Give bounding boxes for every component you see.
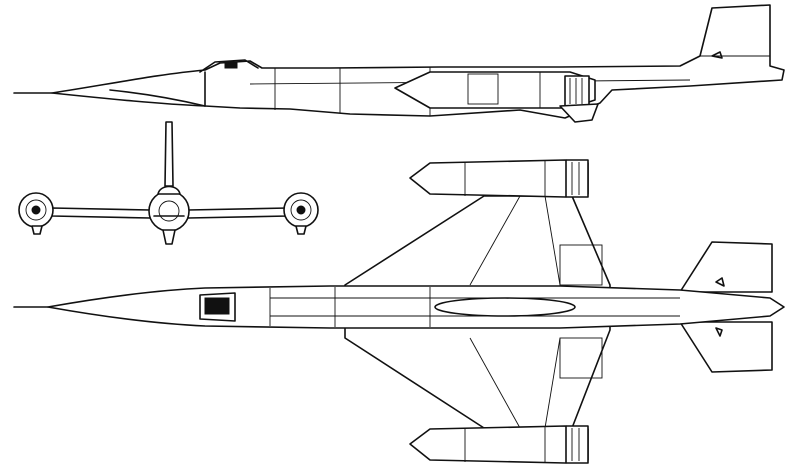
top-view [13,159,785,464]
top-wing-line [544,195,561,286]
top-wing-flap [559,244,603,286]
top-horizontal-tail-lower [679,321,773,373]
top-tail-marking [715,327,723,337]
top-fuselage [47,285,785,329]
top-upper-exhaust [565,159,589,198]
side-engine-nacelle [394,71,596,109]
side-view [13,4,785,123]
front-right-intake [290,199,312,221]
side-cockpit-detail [224,61,238,69]
top-tail-marking [715,277,725,287]
top-lower-exhaust [565,425,589,464]
top-wing-line [544,337,561,429]
front-ventral-fin [162,229,176,245]
front-left-fin [31,225,43,235]
front-fuselage-inner [158,200,180,222]
top-wing-flap [559,337,603,379]
side-ventral-fin [559,103,599,123]
front-view [18,121,319,245]
front-fuselage [148,190,190,232]
side-chine-line [109,89,206,107]
front-right-spike [296,205,306,215]
front-right-wing [187,207,289,219]
front-vertical-fin [164,121,174,187]
front-canopy [157,185,181,195]
top-spine-fairing [434,297,576,317]
front-left-wing [51,207,151,219]
front-right-fin [295,225,307,235]
side-tail-marking [711,51,723,59]
top-wing-line [469,195,521,286]
top-wing-line [469,337,521,429]
side-exhaust [564,75,590,107]
side-canopy [199,59,259,73]
top-lower-nacelle [409,425,589,464]
side-fuselage [51,4,785,119]
front-left-spike [31,205,41,215]
top-cockpit-detail [204,297,230,315]
top-horizontal-tail-upper [679,241,773,293]
top-upper-nacelle [409,159,589,198]
front-left-intake [25,199,47,221]
side-nacelle-panel [467,73,499,105]
